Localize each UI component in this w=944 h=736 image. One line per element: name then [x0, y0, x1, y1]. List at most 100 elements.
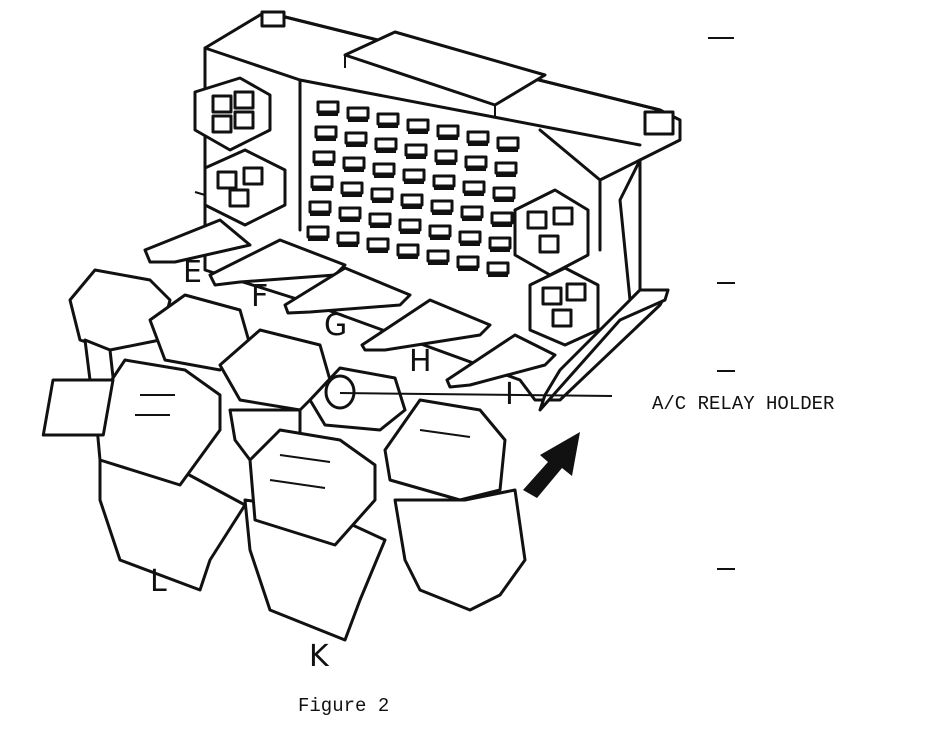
- fuse-slot: [462, 180, 486, 194]
- fuse-slot: [314, 125, 338, 139]
- fuse-slot: [336, 231, 360, 245]
- fuse-grid: [306, 100, 520, 277]
- label-g: G: [324, 308, 347, 343]
- fuse-slot: [306, 225, 330, 239]
- label-i: I: [505, 377, 514, 412]
- fuse-slot-shadow: [346, 143, 366, 147]
- fuse-slot: [488, 236, 512, 250]
- fuse-slot-shadow: [378, 124, 398, 128]
- ac-relay-holder: [308, 366, 407, 432]
- relay-k: [243, 428, 387, 642]
- fuse-slot: [436, 124, 460, 138]
- relay-l: [41, 358, 247, 592]
- relays: [41, 268, 527, 642]
- fuse-slot-shadow: [398, 255, 418, 259]
- fuse-slot: [396, 243, 420, 257]
- fuse-slot-shadow: [492, 223, 512, 227]
- fuse-slot-shadow: [428, 261, 448, 265]
- relay-right-front: [383, 398, 527, 612]
- fuse-slot: [370, 187, 394, 201]
- fuse-slot-shadow: [400, 230, 420, 234]
- fuse-slot-shadow: [340, 218, 360, 222]
- left-socket-blocks: [193, 76, 287, 227]
- fuse-slot-shadow: [374, 174, 394, 178]
- fuse-slot: [492, 186, 516, 200]
- callout-leader: [339, 392, 613, 397]
- fuse-slot-shadow: [314, 162, 334, 166]
- fuse-slot-shadow: [460, 242, 480, 246]
- fuse-slot-shadow: [316, 137, 336, 141]
- mounting-slots: [143, 218, 670, 412]
- fuse-slot: [432, 174, 456, 188]
- fuse-slot: [402, 168, 426, 182]
- fuse-slot: [428, 224, 452, 238]
- fuse-slot: [496, 136, 520, 150]
- fuse-slot-shadow: [344, 168, 364, 172]
- fuse-slot: [434, 149, 458, 163]
- fuse-slot: [464, 155, 488, 169]
- fuse-slot: [456, 255, 480, 269]
- fuse-slot-shadow: [370, 224, 390, 228]
- label-l: L: [150, 564, 167, 599]
- fuse-slot: [316, 100, 340, 114]
- fuse-slot-shadow: [376, 149, 396, 153]
- fuse-slot-shadow: [348, 118, 368, 122]
- fuse-slot-shadow: [312, 187, 332, 191]
- fuse-slot: [494, 161, 518, 175]
- fuse-slot: [376, 112, 400, 126]
- fuse-slot: [490, 211, 514, 225]
- fuse-slot: [400, 193, 424, 207]
- fuse-slot-shadow: [488, 273, 508, 277]
- label-h: H: [409, 344, 432, 379]
- fuse-slot: [366, 237, 390, 251]
- fuse-slot: [372, 162, 396, 176]
- label-k: K: [309, 639, 330, 674]
- fuse-slot: [342, 156, 366, 170]
- fuse-slot: [460, 205, 484, 219]
- fuse-slot-shadow: [462, 217, 482, 221]
- fuse-slot-shadow: [310, 212, 330, 216]
- fuse-slot-shadow: [434, 186, 454, 190]
- fuse-slot-shadow: [432, 211, 452, 215]
- fuse-slot: [430, 199, 454, 213]
- fuse-slot-shadow: [408, 130, 428, 134]
- fuse-slot-shadow: [436, 161, 456, 165]
- fuse-slot-shadow: [458, 267, 478, 271]
- fuse-slot-shadow: [368, 249, 388, 253]
- fuse-slot: [312, 150, 336, 164]
- fuse-slot-shadow: [438, 136, 458, 140]
- fuse-slot: [344, 131, 368, 145]
- fuse-slot-shadow: [498, 148, 518, 152]
- fuse-slot-shadow: [404, 180, 424, 184]
- label-e: E: [183, 255, 202, 290]
- fuse-slot-shadow: [468, 142, 488, 146]
- fuse-slot-shadow: [494, 198, 514, 202]
- fuse-slot: [398, 218, 422, 232]
- fuse-slot: [404, 143, 428, 157]
- fuse-slot: [374, 137, 398, 151]
- fuse-slot: [458, 230, 482, 244]
- fuse-slot: [368, 212, 392, 226]
- fuse-slot: [340, 181, 364, 195]
- right-socket-blocks: [513, 188, 600, 347]
- label-f: F: [251, 279, 268, 314]
- fuse-slot-shadow: [338, 243, 358, 247]
- fuse-slot: [338, 206, 362, 220]
- fuse-slot: [308, 200, 332, 214]
- fuse-slot-shadow: [466, 167, 486, 171]
- fuse-slot: [426, 249, 450, 263]
- fuse-slot-shadow: [430, 236, 450, 240]
- fuse-slot: [346, 106, 370, 120]
- fuse-slot-shadow: [490, 248, 510, 252]
- fuse-slot-shadow: [342, 193, 362, 197]
- fuse-slot-shadow: [318, 112, 338, 116]
- fuse-slot: [466, 130, 490, 144]
- fuse-slot-shadow: [402, 205, 422, 209]
- fuse-slot-shadow: [308, 237, 328, 241]
- margin-ticks: [708, 37, 735, 570]
- fuse-slot-shadow: [406, 155, 426, 159]
- callout-ac-relay-holder: A/C RELAY HOLDER: [652, 393, 834, 415]
- fuse-slot: [310, 175, 334, 189]
- figure-caption: Figure 2: [298, 695, 389, 717]
